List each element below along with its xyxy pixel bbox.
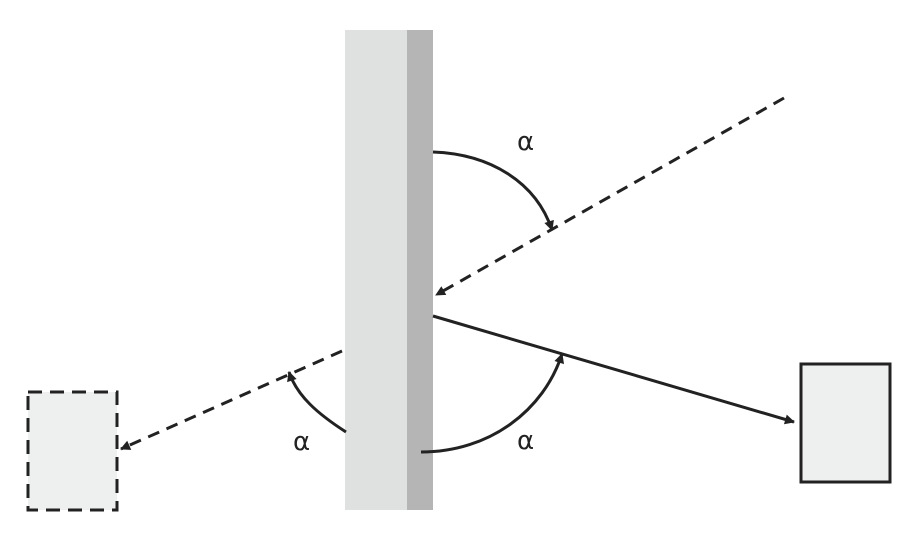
real-object-box xyxy=(799,362,892,484)
virtual-image-box xyxy=(26,390,119,512)
incident-angle-arc xyxy=(432,150,554,231)
virtual-ray xyxy=(120,349,343,451)
virtual-angle-arc xyxy=(287,371,347,434)
virtual-angle-label: α xyxy=(293,427,310,457)
reflected-angle-arc xyxy=(420,353,564,454)
reflected-angle-label: α xyxy=(517,426,534,456)
mirror-reflective-edge xyxy=(407,30,433,510)
incident-ray xyxy=(435,96,785,297)
mirror-body xyxy=(345,30,407,510)
reflected-ray xyxy=(432,314,795,425)
incident-angle-label: α xyxy=(517,127,534,157)
